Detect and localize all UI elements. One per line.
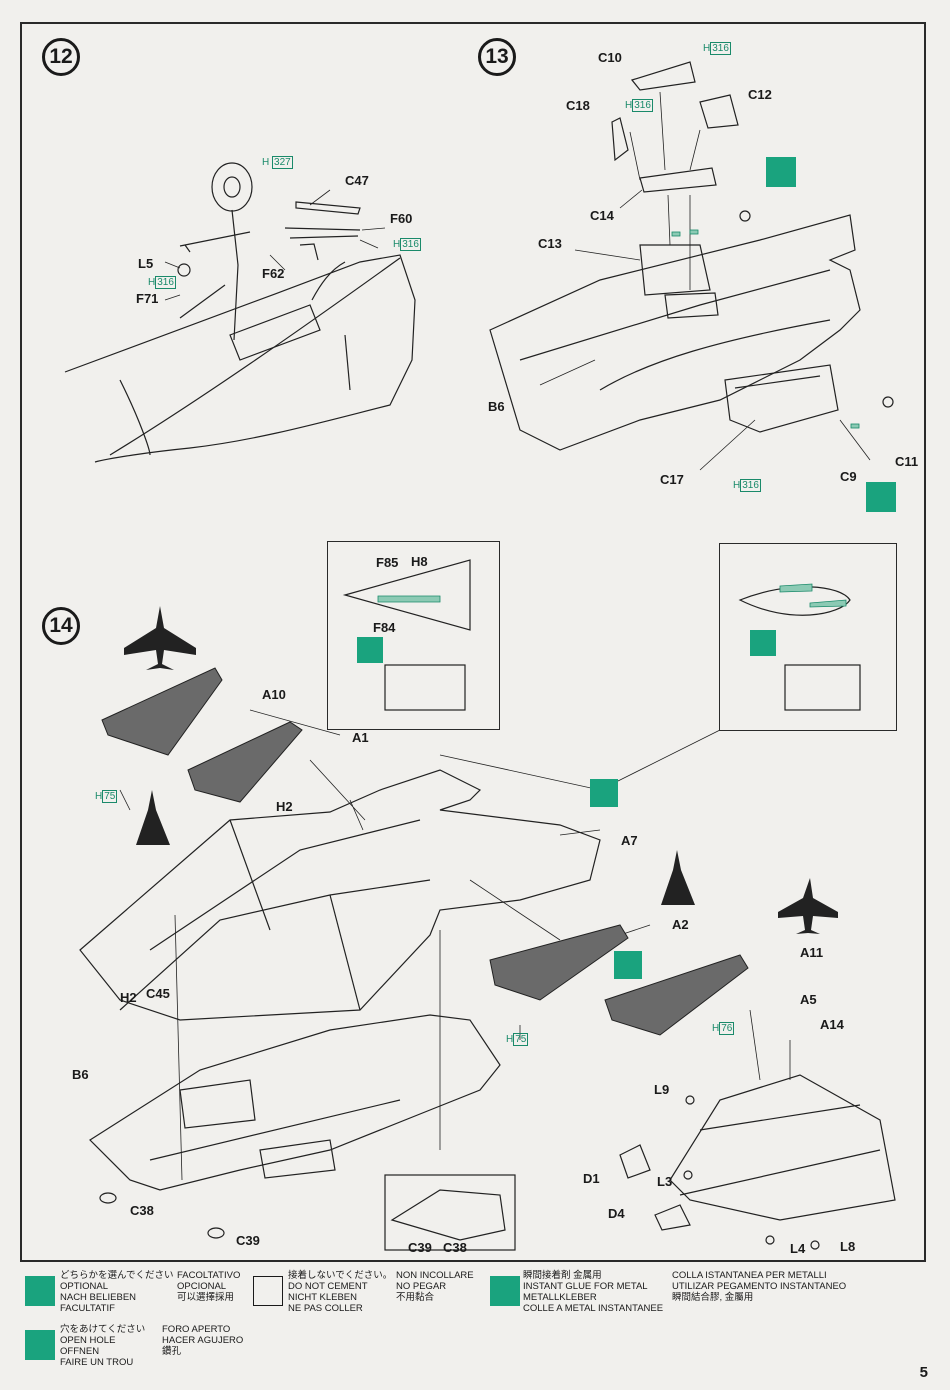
symbol-legend: どちらかを選んでください OPTIONAL NACH BELIEBEN FACU… bbox=[20, 1266, 926, 1386]
part-label: D4 bbox=[608, 1206, 625, 1221]
legend-metal-glue: 瞬間接着剤 金属用 INSTANT GLUE FOR METAL METALLK… bbox=[523, 1270, 664, 1314]
wing-panel-a10 bbox=[101, 667, 223, 756]
part-label: A7 bbox=[621, 833, 638, 848]
part-label: C39 bbox=[408, 1240, 432, 1255]
inset-optional-a bbox=[327, 541, 500, 730]
open-hole-icon bbox=[766, 157, 796, 187]
part-label: F84 bbox=[373, 620, 396, 635]
legend-no-cement: 接着しないでください。 DO NOT CEMENT NICHT KLEBEN N… bbox=[288, 1270, 393, 1314]
part-label: C17 bbox=[660, 472, 684, 487]
open-hole-icon bbox=[866, 482, 896, 512]
part-label: A10 bbox=[262, 687, 286, 702]
legend-open-hole: 穴をあけてください OPEN HOLE OFFNEN FAIRE UN TROU bbox=[60, 1324, 146, 1368]
part-label: C9 bbox=[840, 469, 857, 484]
part-label: B6 bbox=[488, 399, 505, 414]
step-number-13: 13 bbox=[478, 38, 516, 76]
part-label: C10 bbox=[598, 50, 622, 65]
part-label: F60 bbox=[390, 211, 413, 226]
part-label: L5 bbox=[138, 256, 154, 271]
part-label: C14 bbox=[590, 208, 614, 223]
part-label: A5 bbox=[800, 992, 817, 1007]
part-label: F71 bbox=[136, 291, 159, 306]
part-label: D1 bbox=[583, 1171, 600, 1186]
lower-fuselage bbox=[89, 1014, 501, 1191]
part-label: H2 bbox=[276, 799, 293, 814]
no-cement-icon bbox=[253, 1276, 283, 1306]
part-label: C12 bbox=[748, 87, 772, 102]
fuselage-outline-13 bbox=[489, 214, 861, 451]
legend-optional: どちらかを選んでください OPTIONAL NACH BELIEBEN FACU… bbox=[60, 1270, 174, 1314]
open-hole-icon bbox=[357, 637, 383, 663]
wing-panel-a1 bbox=[187, 721, 303, 803]
optional-icon bbox=[614, 951, 642, 979]
open-hole-icon bbox=[750, 630, 776, 656]
legend-open-hole-2: FORO APERTO HACER AGUJERO 鑽孔 bbox=[162, 1324, 244, 1357]
wing-panel-a2 bbox=[489, 924, 629, 1001]
part-label: F85 bbox=[376, 555, 399, 570]
part-label: C39 bbox=[236, 1233, 260, 1248]
part-label: A11 bbox=[800, 945, 824, 960]
legend-no-cement-2: NON INCOLLARE NO PEGAR 不用黏合 bbox=[396, 1270, 474, 1303]
silhouette-top bbox=[124, 606, 196, 670]
part-label: L3 bbox=[657, 1174, 673, 1189]
part-label: B6 bbox=[72, 1067, 89, 1082]
part-label: C18 bbox=[566, 98, 590, 113]
metal-glue-icon bbox=[490, 1276, 520, 1306]
part-label: L8 bbox=[840, 1239, 856, 1254]
page-border bbox=[20, 22, 926, 1262]
optional-icon bbox=[25, 1276, 55, 1306]
part-label: H8 bbox=[411, 554, 428, 569]
part-label: L4 bbox=[790, 1241, 806, 1256]
part-label: A14 bbox=[820, 1017, 844, 1032]
paint-ref: H 327 bbox=[262, 156, 293, 169]
page-number: 5 bbox=[919, 1364, 928, 1381]
part-label: C13 bbox=[538, 236, 562, 251]
part-label: H2 bbox=[120, 990, 137, 1005]
wing-panel-a11 bbox=[604, 954, 749, 1036]
part-label: C47 bbox=[345, 173, 369, 188]
part-label: C11 bbox=[895, 454, 919, 469]
part-label: F62 bbox=[262, 266, 285, 281]
legend-optional-2: FACOLTATIVO OPCIONAL 可以選擇採用 bbox=[177, 1270, 241, 1303]
part-label: L9 bbox=[654, 1082, 670, 1097]
step-number-12: 12 bbox=[42, 38, 80, 76]
step-number-14: 14 bbox=[42, 607, 80, 645]
part-label: A1 bbox=[352, 730, 369, 745]
inset-optional-b bbox=[719, 543, 897, 731]
legend-metal-glue-2: COLLA ISTANTANEA PER METALLI UTILIZAR PE… bbox=[672, 1270, 847, 1303]
part-label: C38 bbox=[443, 1240, 467, 1255]
part-label: A2 bbox=[672, 917, 689, 932]
optional-icon bbox=[590, 779, 618, 807]
open-hole-icon bbox=[25, 1330, 55, 1360]
part-label: C45 bbox=[146, 986, 170, 1001]
nose-section bbox=[669, 1074, 896, 1221]
fuselage-outline bbox=[64, 254, 416, 463]
part-label: C38 bbox=[130, 1203, 154, 1218]
